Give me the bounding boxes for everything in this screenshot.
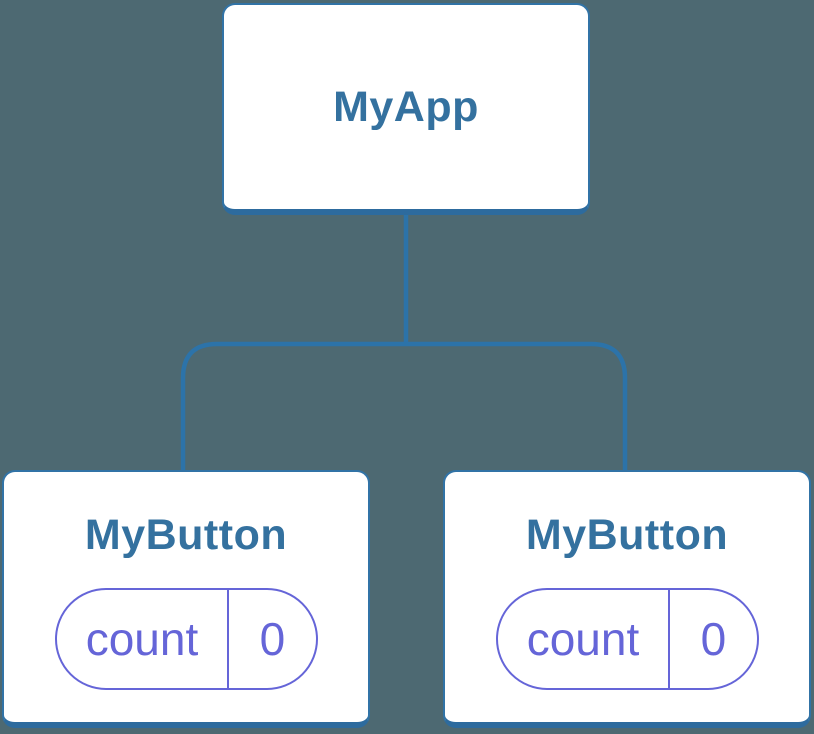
state-key: count xyxy=(498,590,671,688)
component-node-child-left: MyButton count 0 xyxy=(2,470,370,728)
state-value: 0 xyxy=(700,613,727,665)
children-bracket-line xyxy=(180,341,628,473)
state-pill: count 0 xyxy=(495,588,759,690)
state-key: count xyxy=(57,590,230,688)
component-label: MyApp xyxy=(333,83,479,131)
component-label: MyButton xyxy=(525,511,729,559)
component-node-root: MyApp xyxy=(222,3,590,215)
component-label: MyButton xyxy=(84,511,288,559)
state-pill: count 0 xyxy=(54,588,318,690)
component-node-child-right: MyButton count 0 xyxy=(443,470,811,728)
state-value: 0 xyxy=(259,613,286,665)
